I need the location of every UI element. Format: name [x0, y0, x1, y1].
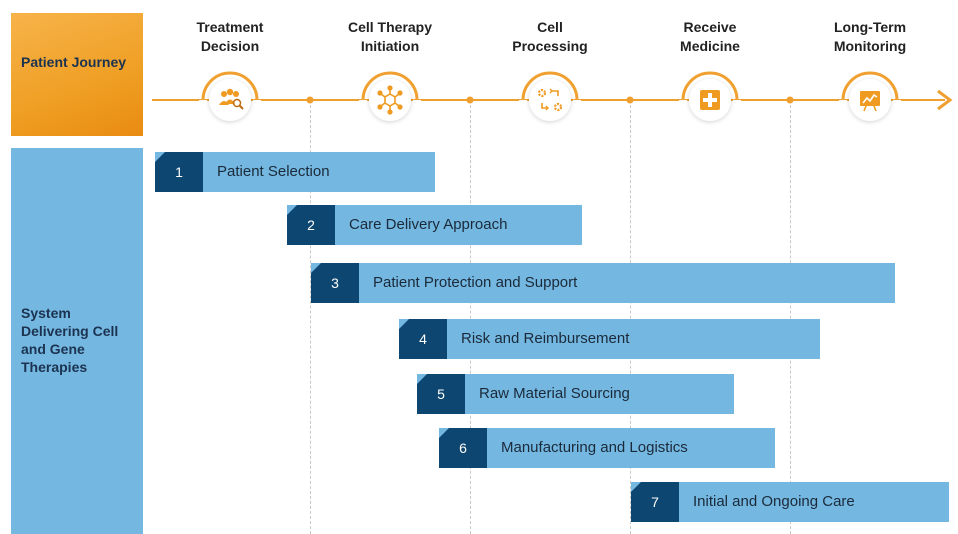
- stage-title-treatment-decision: Treatment Decision: [196, 19, 264, 54]
- stage-title-long-term-monitoring: Long-Term Monitoring: [833, 19, 907, 54]
- stage-title-receive-medicine: Receive Medicine: [680, 19, 740, 54]
- bar-label: Patient Protection and Support: [373, 274, 578, 291]
- journey-timeline: [152, 71, 953, 131]
- system-bar-risk-reimbursement: 4 Risk and Reimbursement: [399, 319, 820, 359]
- chart-monitor-icon: [860, 91, 880, 112]
- guide-line: [470, 100, 471, 534]
- bar-number-badge: 1: [155, 152, 203, 192]
- system-bar-patient-protection-support: 3 Patient Protection and Support: [311, 263, 895, 303]
- molecule-icon: [377, 85, 403, 115]
- stage-title-cell-therapy-initiation: Cell Therapy Initiation: [347, 19, 433, 54]
- system-label: System Delivering Cell and Gene Therapie…: [21, 305, 119, 375]
- system-bar-patient-selection: 1 Patient Selection: [155, 152, 435, 192]
- bar-label: Risk and Reimbursement: [461, 330, 630, 347]
- stage-node-long-term-monitoring: [839, 71, 901, 131]
- system-bar-raw-material-sourcing: 5 Raw Material Sourcing: [417, 374, 734, 414]
- timeline-dot: [626, 96, 634, 104]
- stage-node-cell-therapy-initiation: [359, 71, 421, 131]
- bar-number-badge: 5: [417, 374, 465, 414]
- bar-number-badge: 6: [439, 428, 487, 468]
- system-panel: System Delivering Cell and Gene Therapie…: [11, 148, 143, 534]
- bar-label: Initial and Ongoing Care: [693, 493, 855, 510]
- timeline-arrow-icon: [937, 89, 953, 111]
- stage-node-receive-medicine: [679, 71, 741, 131]
- patient-journey-label: Patient Journey: [11, 13, 143, 136]
- bar-label: Care Delivery Approach: [349, 216, 508, 233]
- timeline-dot: [786, 96, 794, 104]
- guide-line: [310, 100, 311, 534]
- bar-number-badge: 3: [311, 263, 359, 303]
- bar-label: Manufacturing and Logistics: [501, 439, 688, 456]
- people-search-icon: [219, 88, 244, 110]
- timeline-dot: [466, 96, 474, 104]
- guide-line: [790, 100, 791, 534]
- bar-number-badge: 7: [631, 482, 679, 522]
- bar-number-badge: 4: [399, 319, 447, 359]
- bar-label: Patient Selection: [217, 163, 330, 180]
- patient-journey-text: Patient Journey: [21, 54, 127, 70]
- stage-node-treatment-decision: [199, 71, 261, 131]
- medical-cross-icon: [700, 90, 720, 110]
- system-bar-care-delivery-approach: 2 Care Delivery Approach: [287, 205, 582, 245]
- system-bar-initial-ongoing-care: 7 Initial and Ongoing Care: [631, 482, 949, 522]
- stage-node-cell-processing: [519, 71, 581, 131]
- timeline-dot: [306, 96, 314, 104]
- stage-title-cell-processing: Cell Processing: [512, 19, 588, 54]
- bar-label: Raw Material Sourcing: [479, 385, 630, 402]
- bar-number-badge: 2: [287, 205, 335, 245]
- gears-process-icon: [537, 88, 563, 112]
- guide-line: [630, 100, 631, 534]
- system-bar-manufacturing-logistics: 6 Manufacturing and Logistics: [439, 428, 775, 468]
